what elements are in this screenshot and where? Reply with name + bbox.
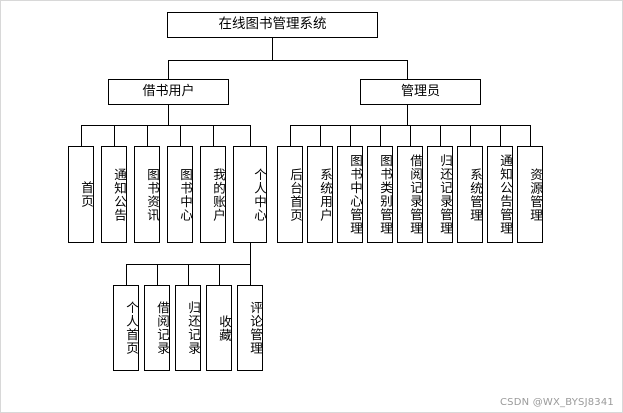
- connector-user-drop: [168, 60, 169, 79]
- node-admin-return-record-management[interactable]: 归还记录管理: [427, 146, 453, 243]
- node-administrator[interactable]: 管理员: [360, 79, 481, 105]
- node-user-book-center[interactable]: 图书中心: [167, 146, 193, 243]
- connector-personal-stem: [250, 243, 251, 264]
- node-user-my-account[interactable]: 我的账户: [200, 146, 226, 243]
- node-admin-resource-management[interactable]: 资源管理: [517, 146, 543, 243]
- connector-admin-child-1: [290, 125, 291, 146]
- node-admin-system-users[interactable]: 系统用户: [307, 146, 333, 243]
- connector-root-bus: [168, 60, 407, 61]
- connector-admin-child-8: [500, 125, 501, 146]
- connector-admin-drop: [407, 60, 408, 79]
- connector-root-stem: [272, 38, 273, 60]
- node-admin-book-center-management[interactable]: 图书中心管理: [337, 146, 363, 243]
- connector-admin-stem: [407, 105, 408, 125]
- connector-user-child-3: [147, 125, 148, 146]
- connector-personal-child-5: [250, 264, 251, 285]
- connector-user-child-6: [250, 125, 251, 146]
- connector-admin-child-6: [440, 125, 441, 146]
- connector-personal-child-3: [188, 264, 189, 285]
- node-borrower-user[interactable]: 借书用户: [108, 79, 229, 105]
- connector-user-stem: [168, 105, 169, 125]
- node-admin-book-category-management[interactable]: 图书类别管理: [367, 146, 393, 243]
- node-user-book-news[interactable]: 图书资讯: [134, 146, 160, 243]
- connector-personal-child-4: [219, 264, 220, 285]
- node-root[interactable]: 在线图书管理系统: [167, 12, 378, 38]
- connector-personal-child-2: [157, 264, 158, 285]
- node-admin-notice-management[interactable]: 通知公告管理: [487, 146, 513, 243]
- node-personal-home[interactable]: 个人首页: [113, 285, 139, 371]
- node-user-personal-center[interactable]: 个人中心: [233, 146, 267, 243]
- node-personal-return-records[interactable]: 归还记录: [175, 285, 201, 371]
- connector-personal-child-1: [126, 264, 127, 285]
- connector-user-child-2: [114, 125, 115, 146]
- connector-admin-child-7: [470, 125, 471, 146]
- connector-user-bus: [81, 125, 250, 126]
- node-admin-borrow-record-management[interactable]: 借阅记录管理: [397, 146, 423, 243]
- connector-admin-child-4: [380, 125, 381, 146]
- connector-user-child-4: [180, 125, 181, 146]
- watermark-text: CSDN @WX_BYSJ8341: [500, 397, 614, 408]
- connector-user-child-5: [213, 125, 214, 146]
- node-admin-system-management[interactable]: 系统管理: [457, 146, 483, 243]
- node-admin-backend-home[interactable]: 后台首页: [277, 146, 303, 243]
- node-user-notice[interactable]: 通知公告: [101, 146, 127, 243]
- node-user-home[interactable]: 首页: [68, 146, 94, 243]
- node-personal-favorites[interactable]: 收藏: [206, 285, 232, 371]
- node-personal-borrow-records[interactable]: 借阅记录: [144, 285, 170, 371]
- connector-admin-child-2: [320, 125, 321, 146]
- connector-admin-child-5: [410, 125, 411, 146]
- connector-user-child-1: [81, 125, 82, 146]
- node-personal-comment-management[interactable]: 评论管理: [237, 285, 263, 371]
- connector-admin-child-9: [530, 125, 531, 146]
- connector-admin-child-3: [350, 125, 351, 146]
